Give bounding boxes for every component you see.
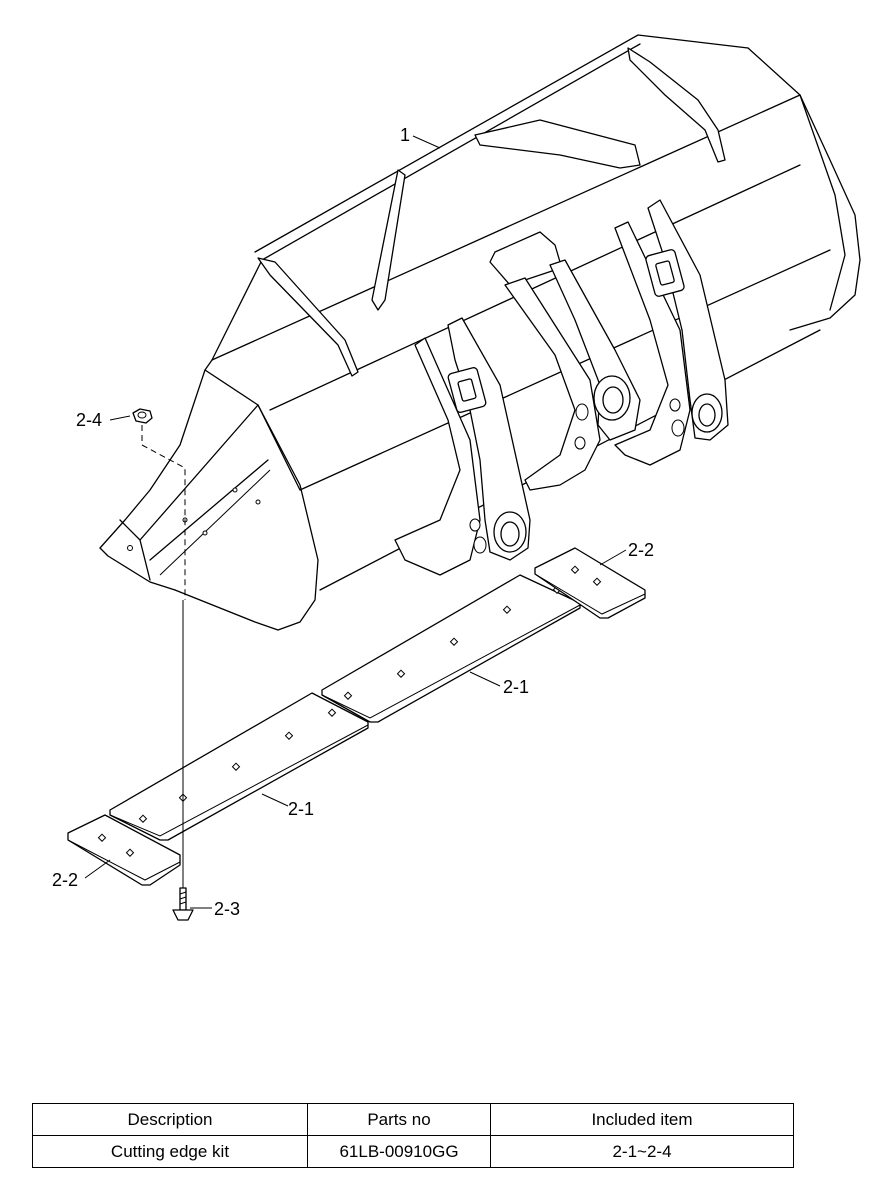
table-header-row: Description Parts no Included item (32, 1103, 794, 1136)
bucket-illustration (99, 34, 861, 631)
plow-bolt (172, 887, 194, 921)
callout-1: 1 (400, 125, 410, 145)
callout-2-3: 2-3 (214, 899, 240, 919)
cell-parts-no: 61LB-00910GG (307, 1135, 491, 1168)
callout-2-2-left: 2-2 (52, 870, 78, 890)
leader-lines (84, 135, 627, 909)
cell-description: Cutting edge kit (32, 1135, 308, 1168)
parts-table: Description Parts no Included item Cutti… (32, 1103, 794, 1168)
exploded-parts-diagram: 1 2-4 2-2 2-1 2-1 2-2 2-3 (52, 34, 861, 921)
callout-2-4: 2-4 (76, 410, 102, 430)
header-parts-no: Parts no (307, 1103, 491, 1136)
hex-nut (132, 408, 153, 424)
end-bit-left (67, 814, 181, 886)
callout-2-1-left: 2-1 (288, 799, 314, 819)
cutting-edge-left (109, 692, 369, 841)
header-description: Description (32, 1103, 308, 1136)
callout-2-2-right: 2-2 (628, 540, 654, 560)
assembly-line (141, 425, 186, 600)
callout-2-1-center: 2-1 (503, 677, 529, 697)
header-included-item: Included item (490, 1103, 794, 1136)
table-row: Cutting edge kit 61LB-00910GG 2-1~2-4 (32, 1135, 794, 1168)
end-bit-right (534, 547, 646, 619)
cell-included-item: 2-1~2-4 (490, 1135, 794, 1168)
cutting-edge-right (321, 574, 581, 723)
